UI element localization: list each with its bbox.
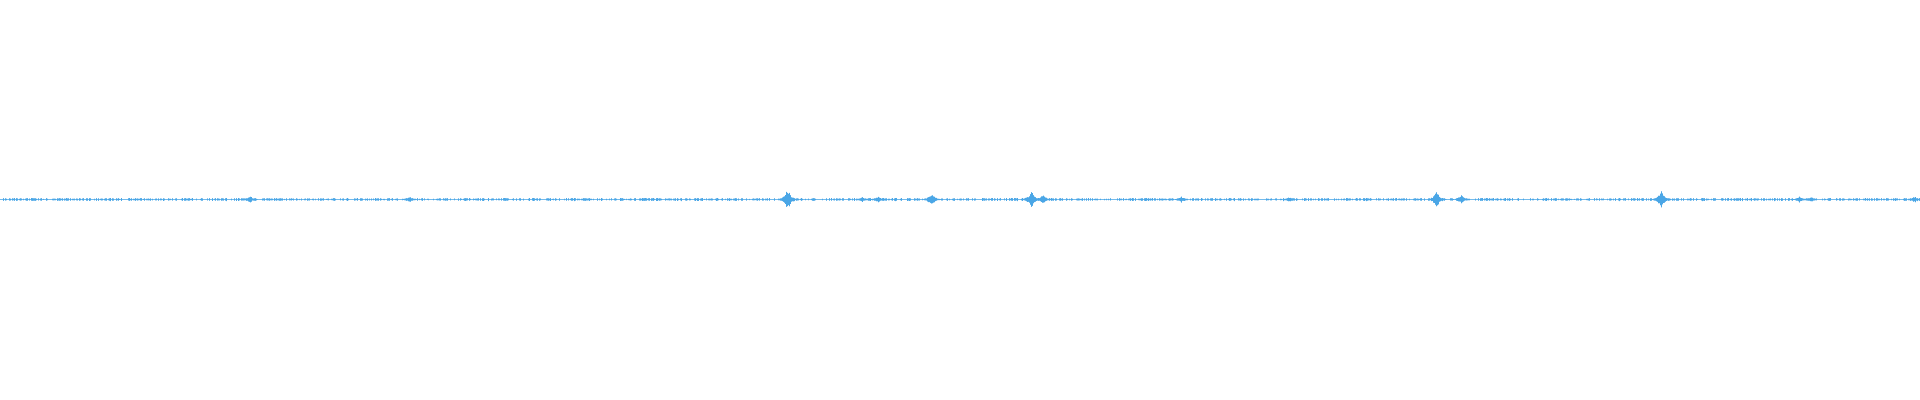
waveform-trace [0,191,1920,208]
